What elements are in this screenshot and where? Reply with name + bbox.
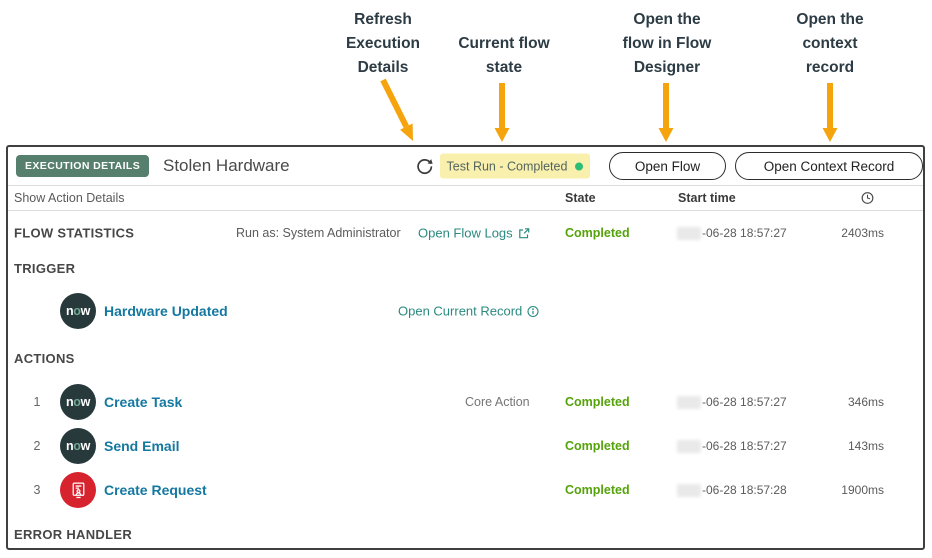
action-name-link[interactable]: Create Task — [104, 394, 183, 410]
callout-line: Execution — [345, 35, 421, 52]
actions-section-label: ACTIONS — [14, 351, 75, 366]
clock-icon — [860, 190, 875, 205]
execution-details-panel: EXECUTION DETAILS Stolen Hardware Test R… — [6, 145, 925, 550]
action-name-link[interactable]: Send Email — [104, 438, 180, 454]
show-action-details-toggle[interactable]: Show Action Details — [14, 190, 125, 205]
action-duration: 143ms — [847, 439, 884, 453]
redacted-year — [677, 226, 701, 240]
open-current-record-label: Open Current Record — [398, 303, 523, 319]
logo-letter: n — [65, 439, 74, 453]
info-icon[interactable] — [527, 305, 539, 317]
redacted-year — [677, 395, 701, 409]
external-link-icon — [518, 227, 530, 239]
stats-duration: 2403ms — [841, 226, 884, 240]
open-flow-logs-label: Open Flow Logs — [418, 225, 513, 241]
open-current-record-link[interactable]: Open Current Record — [398, 304, 539, 319]
flow-state-badge: Test Run - Completed — [440, 153, 590, 179]
callout-current-flow-state: Current flow state — [394, 32, 614, 80]
redacted-year — [677, 483, 701, 497]
callout-line: Open the — [633, 11, 701, 28]
action-start-time: -06-28 18:57:27 — [677, 439, 787, 453]
stats-state-value: Completed — [565, 226, 630, 240]
action-row: 3 Create Request Completed -06-28 18:57:… — [8, 468, 923, 512]
callout-line: Current flow — [458, 35, 550, 52]
callout-line: Designer — [633, 59, 701, 76]
open-flow-button[interactable]: Open Flow — [609, 152, 726, 180]
flow-statistics-row: FLOW STATISTICS Run as: System Administr… — [8, 213, 923, 253]
logo-letter: n — [65, 304, 74, 318]
callout-open-context-record: Open the context record — [720, 8, 932, 80]
flow-title: Stolen Hardware — [163, 156, 290, 175]
refresh-icon — [415, 157, 434, 176]
catalog-request-icon — [60, 472, 96, 508]
logo-letter: w — [80, 439, 91, 453]
arrow-to-refresh-icon — [380, 78, 409, 128]
callout-line: record — [805, 59, 855, 76]
logo-letter: o — [73, 439, 81, 453]
stats-start-time: -06-28 18:57:27 — [677, 226, 787, 240]
start-time-text: -06-28 18:57:27 — [702, 439, 787, 453]
start-time-text: -06-28 18:57:27 — [702, 226, 787, 240]
callout-line: flow in Flow — [622, 35, 712, 52]
trigger-name-link[interactable]: Hardware Updated — [104, 303, 228, 319]
action-duration: 346ms — [847, 395, 884, 409]
action-start-time: -06-28 18:57:28 — [677, 483, 787, 497]
refresh-button[interactable] — [413, 155, 435, 177]
start-time-text: -06-28 18:57:28 — [702, 483, 787, 497]
action-state: Completed — [565, 483, 630, 497]
callout-line: Refresh — [354, 11, 412, 28]
open-context-record-button[interactable]: Open Context Record — [735, 152, 923, 180]
execution-details-badge: EXECUTION DETAILS — [16, 155, 150, 177]
state-dot-icon — [575, 162, 584, 170]
error-handler-section-label: ERROR HANDLER — [14, 527, 133, 542]
callout-open-flow-designer: Open the flow in Flow Designer — [557, 8, 777, 80]
column-header-row: Show Action Details State Start time — [8, 185, 923, 211]
action-state: Completed — [565, 439, 630, 453]
action-start-time: -06-28 18:57:27 — [677, 395, 787, 409]
callout-line: context — [802, 35, 858, 52]
redacted-year — [677, 439, 701, 453]
callout-refresh-execution-details: Refresh Execution Details — [273, 8, 493, 80]
logo-letter: w — [80, 304, 91, 318]
action-duration: 1900ms — [841, 483, 884, 497]
action-name-link[interactable]: Create Request — [104, 482, 207, 498]
action-number: 2 — [33, 439, 41, 453]
callout-line: Details — [357, 59, 409, 76]
open-flow-logs-link[interactable]: Open Flow Logs — [418, 226, 530, 241]
column-state: State — [565, 190, 596, 205]
callout-line: Open the — [796, 11, 864, 28]
logo-letter: w — [80, 395, 91, 409]
callout-line: state — [485, 59, 523, 76]
action-state: Completed — [565, 395, 630, 409]
logo-letter: n — [65, 395, 74, 409]
flow-statistics-label: FLOW STATISTICS — [14, 225, 135, 241]
logo-letter: o — [73, 395, 81, 409]
column-start-time: Start time — [678, 190, 736, 205]
run-as-text: Run as: System Administrator — [236, 226, 401, 240]
logo-letter: o — [73, 304, 81, 318]
action-number: 1 — [33, 395, 41, 409]
trigger-section-label: TRIGGER — [14, 261, 76, 276]
flow-state-label: Test Run - Completed — [446, 159, 568, 173]
panel-header: EXECUTION DETAILS Stolen Hardware Test R… — [8, 147, 923, 186]
action-meta: Core Action — [465, 395, 530, 409]
action-number: 3 — [33, 483, 41, 497]
start-time-text: -06-28 18:57:27 — [702, 395, 787, 409]
